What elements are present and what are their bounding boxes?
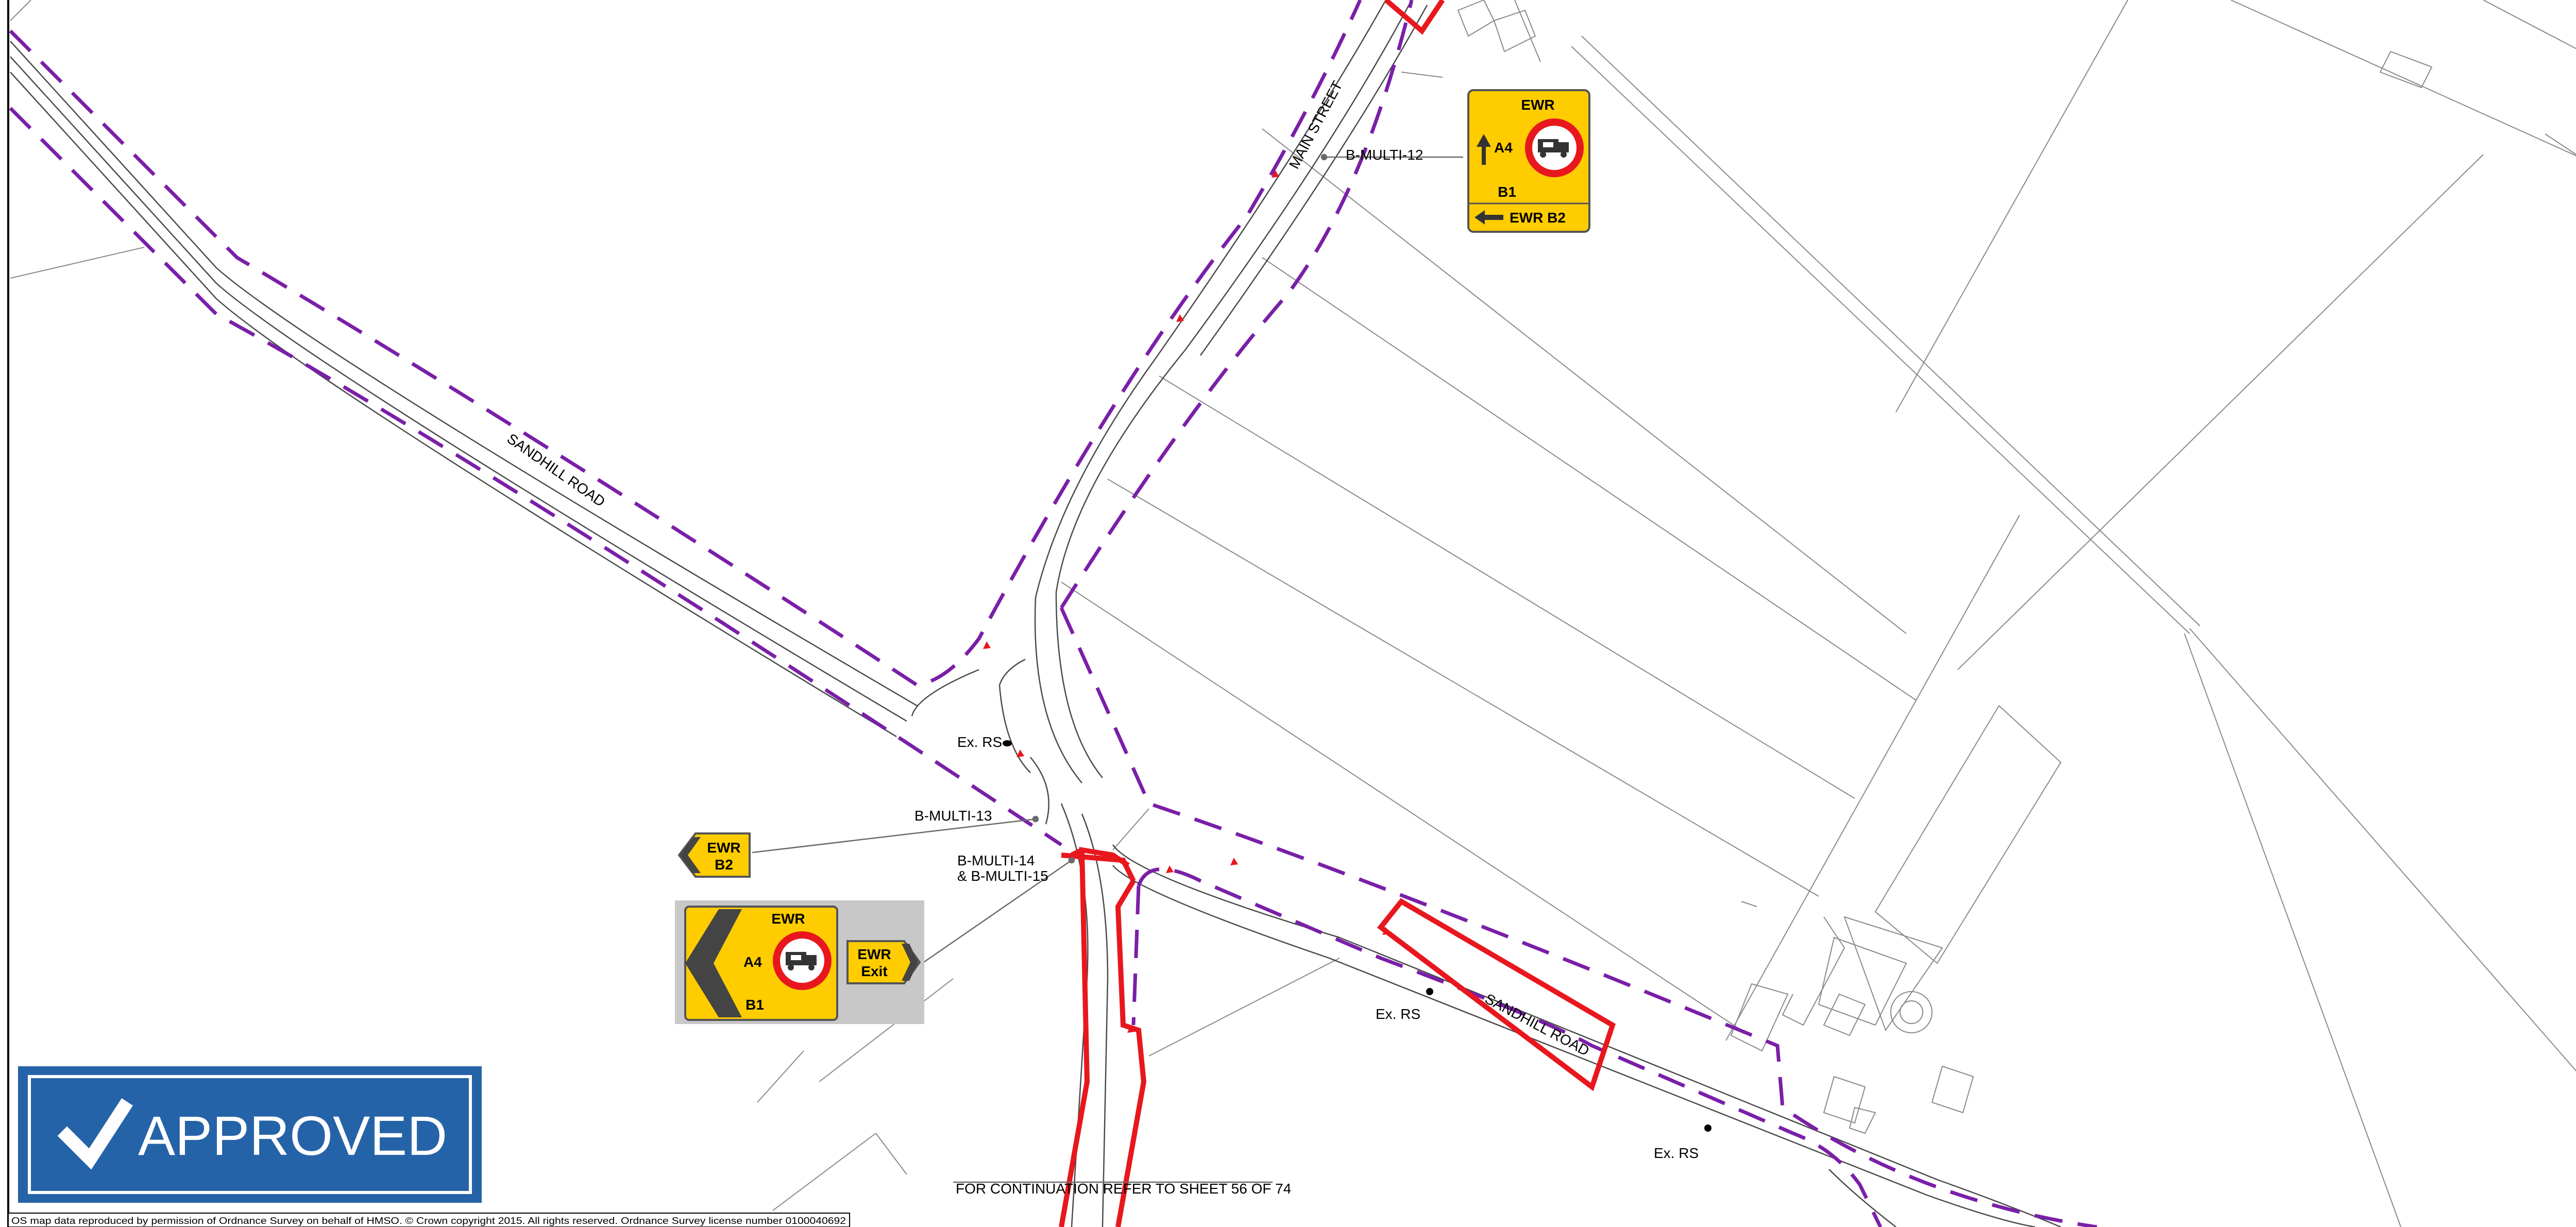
chevron-left-icon xyxy=(685,909,742,1017)
no-lorries-icon xyxy=(1525,118,1584,177)
sign12-road-text: A4 xyxy=(1494,140,1513,156)
sign13-line2: B2 xyxy=(715,857,733,873)
scheme-boundary xyxy=(9,0,2097,1227)
road-edges xyxy=(10,0,2061,1227)
callout-leaders xyxy=(752,154,1463,1183)
sign-b-multi-15: EWR Exit xyxy=(846,940,921,984)
sign12-top-text: EWR xyxy=(1521,97,1554,113)
sign-b-multi-12: EWR A4 B1 EWR B2 xyxy=(1467,89,1590,233)
no-lorries-icon xyxy=(773,931,832,990)
sign-b-multi-14-15: EWR A4 B1 EWR Exit xyxy=(675,900,924,1024)
label-b-multi-14: B-MULTI-14 xyxy=(957,853,1035,868)
sign15-line1: EWR xyxy=(857,946,891,962)
up-arrow-icon xyxy=(1477,134,1491,165)
boundary-markers xyxy=(983,170,1390,1033)
label-b-multi-12: B-MULTI-12 xyxy=(1346,147,1423,163)
approved-label: APPROVED xyxy=(138,1104,447,1167)
sign13-line1: EWR xyxy=(707,840,740,856)
sign12-bottom-text: B1 xyxy=(1498,184,1516,200)
sign12-exit-text: EWR B2 xyxy=(1510,210,1566,226)
label-ex-rs-2: Ex. RS xyxy=(1376,1006,1420,1022)
sign15-line2: Exit xyxy=(861,963,887,979)
sign-b-multi-13: EWR B2 xyxy=(677,832,751,878)
sign14-top-text: EWR xyxy=(771,911,805,927)
continuation-note: FOR CONTINUATION REFER TO SHEET 56 OF 74 xyxy=(956,1181,1291,1197)
label-ex-rs-1: Ex. RS xyxy=(957,734,1002,750)
sign-b-multi-14: EWR A4 B1 xyxy=(684,906,838,1021)
works-extent xyxy=(1059,0,1616,1227)
chevron-right-icon xyxy=(902,944,918,981)
label-b-multi-15: & B-MULTI-15 xyxy=(957,868,1048,884)
copyright-text: OS map data reproduced by permission of … xyxy=(11,1216,846,1226)
chevron-left-icon xyxy=(680,837,701,873)
sign14-bottom-text: B1 xyxy=(745,997,764,1013)
copyright-box: OS map data reproduced by permission of … xyxy=(8,1213,850,1227)
sign14-road-text: A4 xyxy=(743,954,762,970)
label-b-multi-13: B-MULTI-13 xyxy=(914,808,992,824)
approved-stamp: APPROVED xyxy=(18,1066,482,1203)
existing-sign-markers xyxy=(1003,740,1711,1132)
road-label-sandhill-upper: SANDHILL ROAD xyxy=(504,431,608,510)
field-boundaries xyxy=(10,0,2576,1227)
label-ex-rs-3: Ex. RS xyxy=(1654,1145,1699,1161)
checkmark-icon xyxy=(57,1098,133,1170)
left-arrow-icon xyxy=(1475,210,1503,225)
